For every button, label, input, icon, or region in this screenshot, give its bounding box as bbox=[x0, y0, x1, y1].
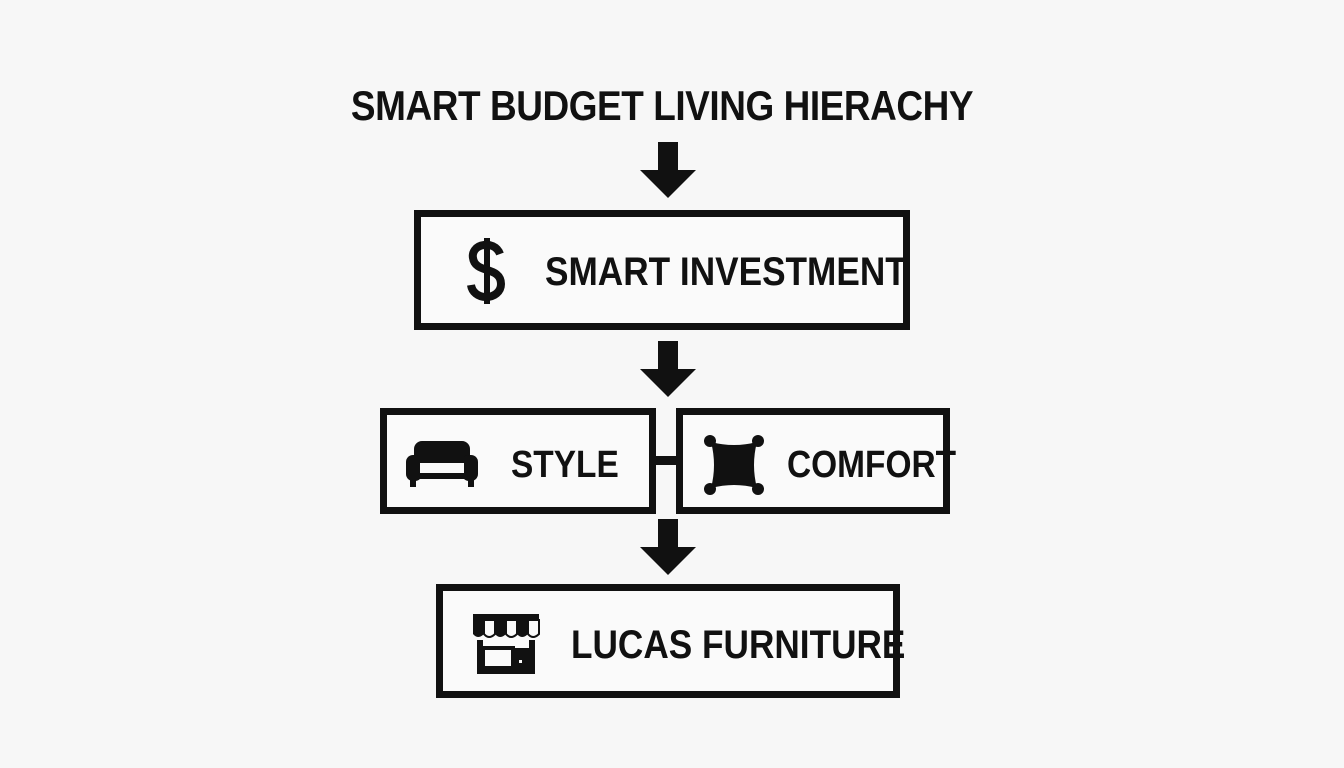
dollar-sign-icon bbox=[467, 238, 506, 304]
diagram-title: SMART BUDGET LIVING HIERACHY bbox=[350, 82, 974, 129]
node-style: STYLE bbox=[380, 408, 656, 514]
down-arrow-2 bbox=[640, 341, 696, 397]
node-style-label: STYLE bbox=[511, 444, 619, 486]
storefront-icon bbox=[473, 614, 540, 674]
node-comfort: COMFORT bbox=[676, 408, 956, 514]
down-arrow-1 bbox=[640, 142, 696, 198]
node-comfort-label: COMFORT bbox=[787, 444, 957, 486]
node-smart-investment-label: SMART INVESTMENT bbox=[545, 250, 907, 294]
node-smart-investment: SMART INVESTMENT bbox=[414, 210, 910, 330]
node-lucas-furniture-label: LUCAS FURNITURE bbox=[571, 623, 906, 667]
cushion-icon bbox=[704, 435, 764, 495]
style-comfort-connector bbox=[652, 456, 682, 465]
sofa-icon bbox=[406, 441, 478, 487]
down-arrow-3 bbox=[640, 519, 696, 575]
node-lucas-furniture: LUCAS FURNITURE bbox=[436, 584, 905, 698]
